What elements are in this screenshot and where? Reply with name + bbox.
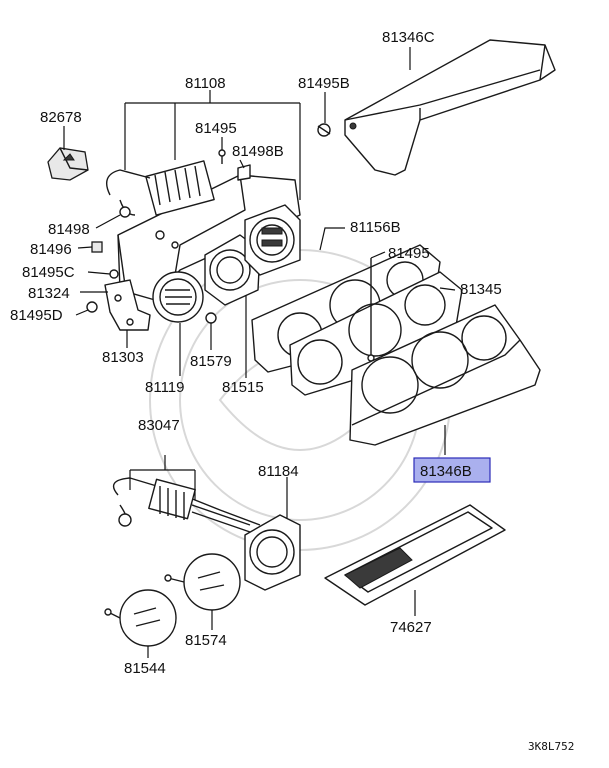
leader-lines	[63, 47, 456, 658]
label-81579: 81579	[190, 353, 232, 370]
highlight-box-81346b	[413, 457, 491, 483]
part-83047-harness	[112, 477, 261, 533]
figure-code: 3K8L752	[528, 740, 574, 753]
label-81495-top: 81495	[195, 120, 237, 137]
part-81498b-socket	[237, 164, 251, 181]
label-81515: 81515	[222, 379, 264, 396]
part-labels: 82678 81108 81495B 81346C 81495 81498B 8…	[10, 29, 574, 753]
part-81495d-screw	[86, 301, 98, 313]
part-81108-gauge-cluster	[244, 204, 301, 276]
label-81345: 81345	[460, 281, 502, 298]
label-81498: 81498	[48, 221, 90, 238]
part-81496-clip	[91, 241, 103, 253]
label-81498b: 81498B	[232, 143, 284, 160]
label-81496: 81496	[30, 241, 72, 258]
label-81495-mid: 81495	[388, 245, 430, 262]
part-81346c-cover	[344, 39, 556, 176]
part-81495c-screw	[109, 269, 119, 279]
part-81495-top-screw	[218, 149, 226, 164]
label-81495d: 81495D	[10, 307, 63, 324]
label-81303: 81303	[102, 349, 144, 366]
part-81579-bulb	[205, 312, 217, 324]
label-81495b: 81495B	[298, 75, 350, 92]
label-81346c: 81346C	[382, 29, 435, 46]
part-74627-pad	[324, 504, 506, 606]
label-81495c: 81495C	[22, 264, 75, 281]
label-83047: 83047	[138, 417, 180, 434]
label-81346b: 81346B	[420, 463, 472, 480]
label-81324: 81324	[28, 285, 70, 302]
label-81544: 81544	[124, 660, 166, 677]
label-81108: 81108	[185, 75, 226, 92]
part-81184-case	[244, 514, 301, 591]
part-81495b-screw	[317, 123, 331, 137]
label-81119: 81119	[145, 379, 185, 396]
part-81346b-bezel	[349, 304, 541, 446]
label-74627: 74627	[390, 619, 432, 636]
part-81119-gauge	[152, 271, 204, 323]
label-81574: 81574	[185, 632, 227, 649]
part-82678-knob	[47, 147, 89, 181]
part-81574-gauge	[164, 553, 241, 611]
label-81184: 81184	[258, 463, 299, 480]
part-81324-bracket	[104, 279, 151, 331]
label-81156b: 81156B	[350, 219, 401, 236]
part-81544-gauge	[104, 589, 177, 647]
part-81108-switch-housing	[106, 160, 301, 301]
label-82678: 82678	[40, 109, 82, 126]
